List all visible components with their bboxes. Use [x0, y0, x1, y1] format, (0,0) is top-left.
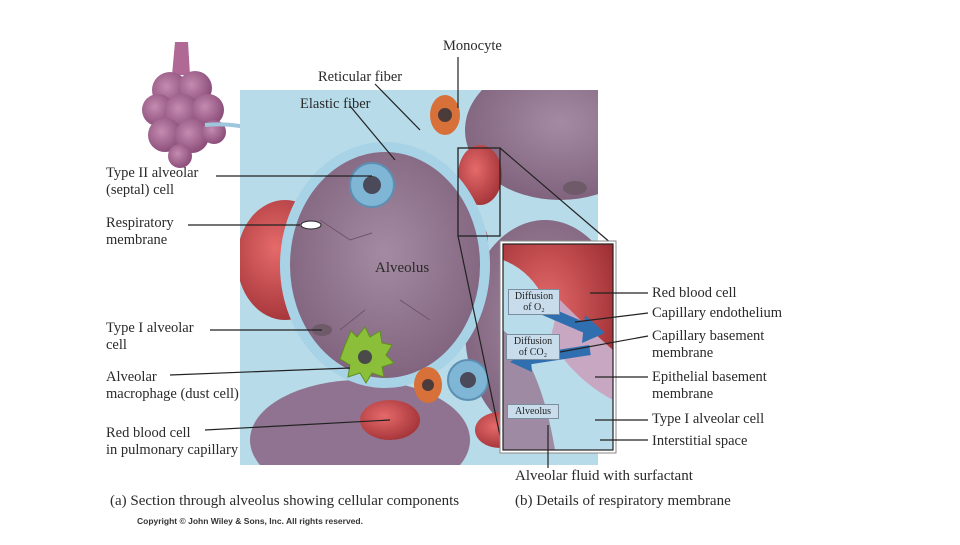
- label-type2-cell: Type II alveolar (septal) cell: [106, 165, 198, 199]
- label-diffusion-o2: Diffusion of O₂: [508, 289, 560, 315]
- copyright-notice: Copyright © John Wiley & Sons, Inc. All …: [137, 516, 363, 526]
- label-epithelial-basement: Epithelial basement membrane: [652, 369, 767, 403]
- label-macrophage: Alveolar macrophage (dust cell): [106, 369, 239, 403]
- caption-b: (b) Details of respiratory membrane: [515, 492, 731, 510]
- label-reticular-fiber: Reticular fiber: [318, 69, 402, 86]
- caption-a: (a) Section through alveolus showing cel…: [110, 492, 459, 510]
- label-respiratory-membrane: Respiratory membrane: [106, 215, 174, 249]
- label-type1-cell-right: Type I alveolar cell: [652, 411, 764, 428]
- label-alveolus-inset: Alveolus: [507, 404, 559, 419]
- label-rbc-capillary: Red blood cell in pulmonary capillary: [106, 425, 238, 459]
- label-alveolar-fluid: Alveolar fluid with surfactant: [515, 467, 693, 485]
- label-alveolus: Alveolus: [375, 260, 429, 277]
- label-diffusion-co2: Diffusion of CO₂: [506, 334, 560, 360]
- label-type1-cell: Type I alveolar cell: [106, 320, 194, 354]
- label-elastic-fiber: Elastic fiber: [300, 96, 370, 113]
- label-capillary-endothelium: Capillary endothelium: [652, 305, 782, 322]
- label-capillary-basement: Capillary basement membrane: [652, 328, 764, 362]
- label-interstitial-space: Interstitial space: [652, 433, 747, 450]
- label-red-blood-cell: Red blood cell: [652, 285, 737, 302]
- label-monocyte: Monocyte: [443, 38, 502, 55]
